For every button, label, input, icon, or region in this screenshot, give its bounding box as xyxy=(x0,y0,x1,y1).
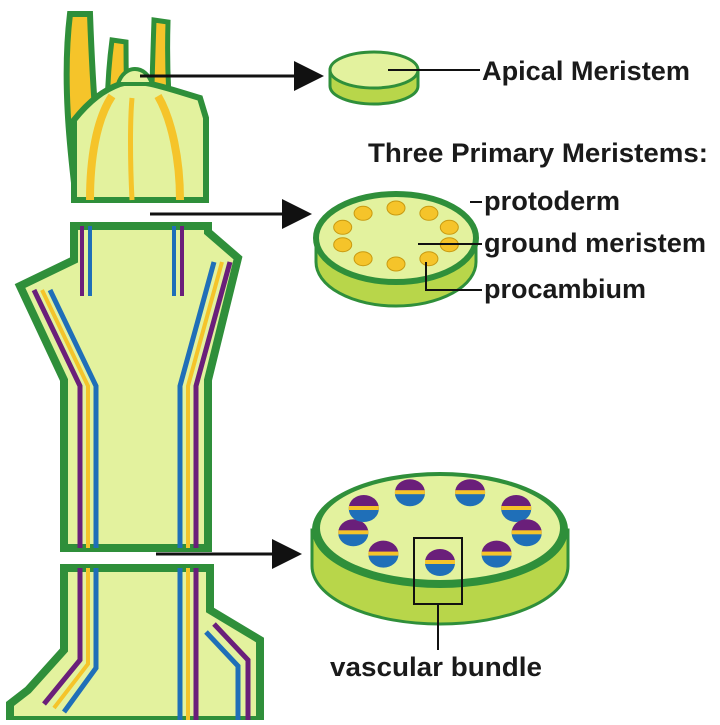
phloem-strand xyxy=(193,261,233,548)
procambium-strand xyxy=(154,93,184,201)
vascular-bundle xyxy=(481,540,512,568)
stem-middle-segment xyxy=(14,222,243,552)
procambium-dot xyxy=(353,251,373,267)
xylem-strand xyxy=(47,288,99,548)
vascular-bundle xyxy=(425,549,455,576)
label-heading: Three Primary Meristems: xyxy=(368,138,708,168)
procambium-dot xyxy=(333,219,353,235)
stem-middle-body xyxy=(14,222,243,552)
procambium-strand xyxy=(86,93,116,201)
phloem-strand xyxy=(42,568,83,706)
label-protoderm: protoderm xyxy=(484,186,620,216)
vascular-bundles xyxy=(338,479,542,576)
procambium-strand xyxy=(128,97,135,201)
vascular-bundle xyxy=(455,479,486,507)
stem-bottom-segment xyxy=(6,564,264,724)
procambium-dot xyxy=(333,237,353,253)
cambium-strand xyxy=(52,568,90,710)
phloem-strand xyxy=(31,288,83,548)
vascular-bundle xyxy=(348,495,379,522)
procambium-dot xyxy=(386,200,406,216)
primary-meristem-disk xyxy=(313,191,479,308)
procambium-dot xyxy=(419,251,439,267)
label-procambium: procambium xyxy=(484,274,646,304)
label-apical-meristem: Apical Meristem xyxy=(482,56,690,86)
procambium-dot xyxy=(386,256,406,272)
vascular-bundle xyxy=(368,540,399,568)
procambium-dot xyxy=(439,219,459,235)
procambium-dots xyxy=(333,200,459,272)
xylem-strand xyxy=(61,568,99,714)
procambium-dot xyxy=(419,205,439,221)
vascular-disk xyxy=(310,472,570,626)
leader-procambium xyxy=(425,262,482,291)
cambium-strand xyxy=(186,261,224,548)
procambium-dot xyxy=(353,205,373,221)
phloem-strand xyxy=(212,622,251,720)
apical-meristem-disk xyxy=(328,50,420,106)
stem-apex-segment xyxy=(63,11,209,203)
vascular-bundle xyxy=(511,519,542,547)
cambium-strand xyxy=(40,289,90,548)
label-ground-meristem: ground meristem xyxy=(484,228,706,258)
vascular-bundle xyxy=(501,495,532,522)
label-vascular-bundle: vascular bundle xyxy=(330,652,542,682)
vascular-bundle xyxy=(338,519,369,547)
vascular-bundle xyxy=(394,479,425,507)
apical-dome xyxy=(115,67,155,86)
xylem-strand xyxy=(204,630,241,720)
xylem-strand xyxy=(177,261,217,548)
